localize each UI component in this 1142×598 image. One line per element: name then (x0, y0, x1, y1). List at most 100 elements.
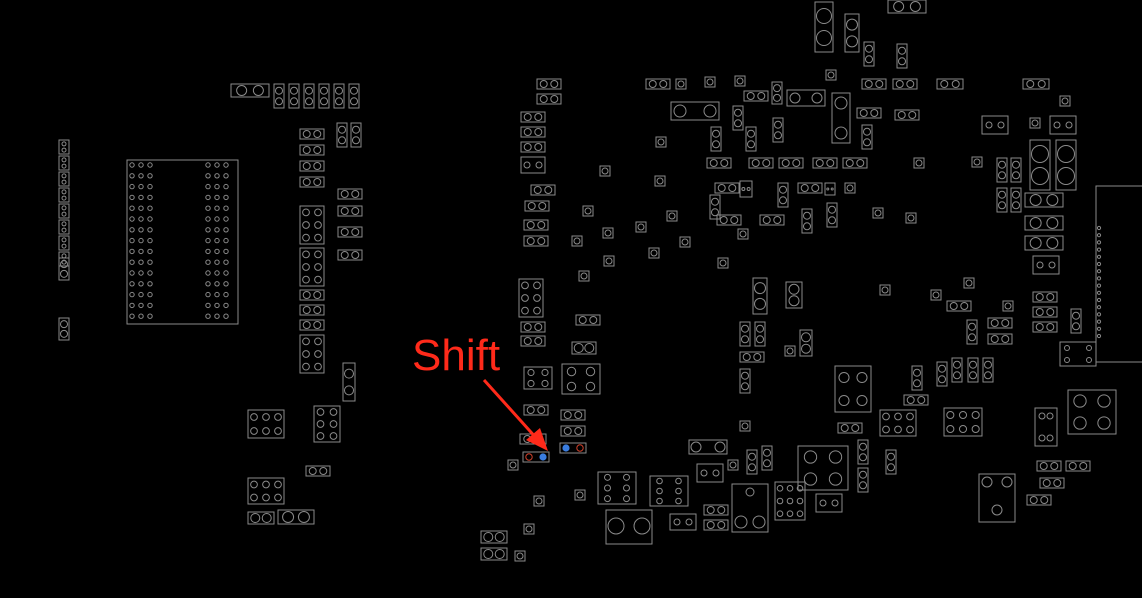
component-outline (299, 176, 325, 188)
component-pad (578, 316, 587, 324)
component-pad (523, 143, 532, 151)
component-pad (352, 136, 360, 145)
component-outline (739, 420, 751, 432)
component-pad (61, 259, 67, 265)
component-pad (274, 413, 282, 421)
ic-package-outline (299, 334, 325, 374)
component-outline (903, 394, 929, 406)
highlight-component-outline (522, 451, 550, 463)
component-pad (223, 216, 229, 222)
component-outline (1032, 321, 1058, 333)
highlight-component-outline (559, 442, 587, 454)
component-pad (856, 394, 868, 407)
component-pad (1096, 333, 1102, 339)
component-outline (797, 182, 823, 194)
component-outline (524, 200, 550, 212)
component-pad (302, 146, 311, 154)
component-pad (214, 194, 220, 201)
component-pad (1064, 345, 1070, 351)
component-outline (892, 78, 918, 90)
component-pad (917, 396, 926, 404)
component-pad (1073, 416, 1087, 430)
component-pad (681, 238, 689, 246)
component-pad (938, 364, 946, 373)
component-outline (936, 361, 948, 387)
component-pad (302, 221, 310, 229)
highlight-dot (539, 453, 547, 461)
component-outline (560, 425, 586, 437)
component-pad (523, 113, 532, 121)
component-pad (205, 302, 211, 309)
component-pad (313, 306, 322, 314)
component-pad (584, 343, 595, 353)
component-pad (1096, 290, 1102, 295)
component-outline (936, 78, 964, 90)
component-pad (538, 202, 547, 210)
component-outline (739, 351, 765, 363)
component-pad (894, 412, 902, 421)
component-pad (753, 353, 762, 361)
component-outline (872, 207, 884, 219)
component-pad (534, 143, 543, 151)
component-pad (574, 427, 583, 435)
component-pad (261, 513, 272, 523)
component-outline (299, 319, 325, 331)
component-pad (774, 131, 782, 140)
component-outline (675, 78, 687, 90)
component-pad (897, 111, 906, 119)
component-outline (837, 422, 863, 434)
component-pad (305, 97, 313, 106)
component-pad (1096, 240, 1102, 245)
component-outline (709, 194, 721, 220)
component-outline (523, 235, 549, 247)
component-pad (61, 189, 67, 195)
component-pad (214, 173, 220, 179)
component-pad (815, 159, 824, 167)
component-pad (1029, 194, 1042, 206)
component-pad (129, 183, 135, 190)
component-pad (779, 196, 787, 205)
component-pad (1031, 119, 1039, 127)
component-pad (1097, 394, 1111, 408)
component-pad (138, 205, 144, 211)
component-outline (599, 165, 611, 177)
component-pad (533, 281, 541, 290)
component-pad (819, 499, 827, 507)
component-pad (525, 525, 533, 533)
component-pad (958, 410, 968, 420)
component-pad (60, 329, 68, 338)
component-outline (230, 83, 270, 98)
component-outline (58, 187, 70, 203)
component-pad (1050, 462, 1059, 470)
component-outline (777, 182, 789, 208)
component-pad (302, 208, 310, 217)
component-outline (1036, 460, 1062, 472)
component-outline (571, 235, 583, 247)
component-pad (316, 420, 325, 428)
component-outline (530, 184, 556, 196)
component-outline (342, 362, 356, 402)
component-pad (223, 237, 229, 244)
component-pad (1096, 247, 1102, 252)
component-outline (1010, 187, 1022, 213)
component-pad (223, 313, 229, 319)
component-pad (1096, 254, 1102, 259)
component-pad (262, 493, 270, 502)
component-pad (633, 517, 651, 535)
component-pad (329, 432, 338, 440)
component-pad (521, 281, 529, 290)
component-pad (801, 332, 811, 343)
component-pad (754, 282, 766, 295)
component-pad (351, 207, 360, 215)
component-pad (61, 173, 67, 179)
component-outline (58, 235, 70, 251)
component-pad (534, 128, 543, 136)
component-outline (1059, 341, 1097, 367)
component-outline (784, 345, 796, 357)
component-pad (1012, 160, 1020, 169)
component-outline (913, 157, 925, 169)
component-pad (742, 353, 751, 361)
component-pad (887, 463, 895, 472)
component-pad (968, 322, 976, 331)
